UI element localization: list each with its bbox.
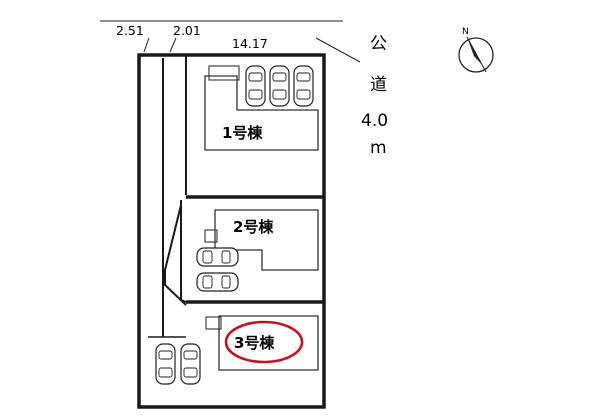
parking-space-1c-car-icon <box>293 65 314 107</box>
dimension-leader-1 <box>143 37 150 53</box>
building-3-outline <box>218 315 319 371</box>
building-3-annex <box>205 316 222 330</box>
road-char-ko: 公 <box>370 34 387 54</box>
parking-space-2a-car-icon <box>196 247 239 267</box>
parking-space-1a-car-icon <box>245 65 266 107</box>
compass-icon: N <box>458 27 494 73</box>
parking-space-2b-car-icon <box>196 272 239 292</box>
road-char-michi: 道 <box>370 75 387 95</box>
parking-space-3b-car-icon <box>180 343 201 385</box>
dimension-14-17: 14.17 <box>232 36 268 51</box>
road-width-unit: m <box>370 138 387 158</box>
svg-text:N: N <box>462 27 469 37</box>
access-strip-2-outline <box>164 55 187 306</box>
building-1-outline <box>204 75 319 151</box>
parking-space-1b-car-icon <box>269 65 290 107</box>
building-1-annex <box>208 65 240 81</box>
building-3-highlight-ring <box>224 320 304 364</box>
parking-space-3a-car-icon <box>155 343 176 385</box>
road-marker-line <box>315 37 361 63</box>
building-3-label: 3号棟 <box>234 334 275 352</box>
building-2-annex <box>204 229 218 243</box>
dimension-2-51: 2.51 <box>116 23 144 38</box>
building-2-label: 2号棟 <box>233 218 274 236</box>
lot-boundary <box>137 53 326 409</box>
dimension-2-01: 2.01 <box>173 23 201 38</box>
road-width-value: 4.0 <box>361 111 388 131</box>
building-1-label: 1号棟 <box>222 124 263 142</box>
dimension-leader-2 <box>169 37 177 53</box>
